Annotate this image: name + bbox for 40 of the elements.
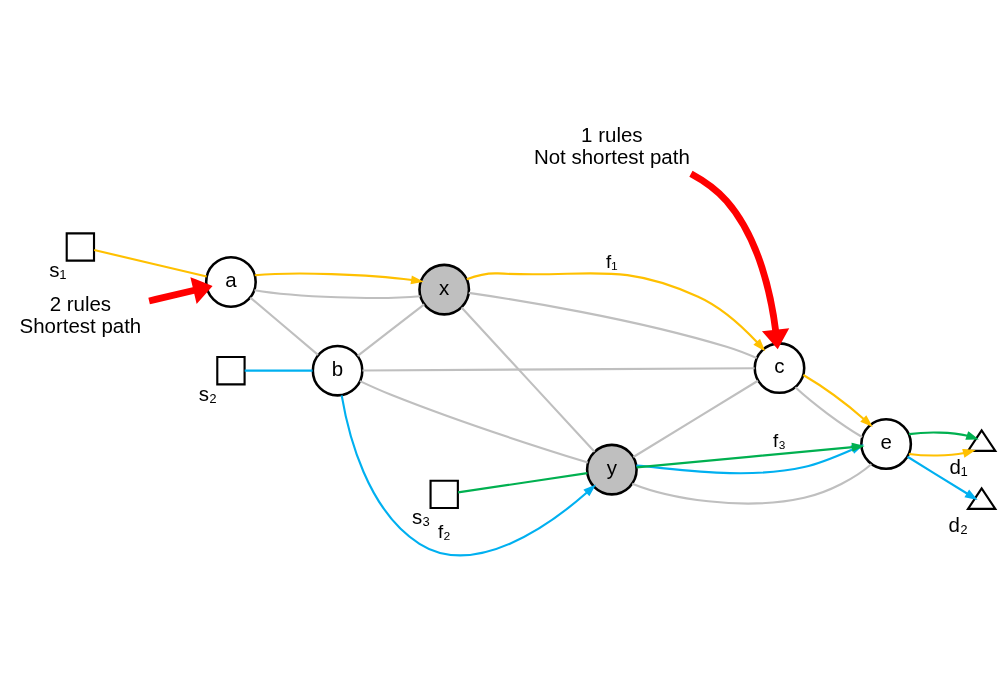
arrow [466,272,766,352]
connector [244,369,313,372]
connector [357,303,425,357]
arrow [908,431,979,440]
edge-label: f₃ [773,430,786,452]
arrow [689,170,790,350]
node-circle: a [204,255,257,308]
node-circle: x [418,263,471,316]
connector [794,386,863,438]
arrow [908,448,976,458]
connector [359,380,589,464]
connector [249,296,319,356]
connector [632,379,759,458]
connector [93,248,207,278]
connector [468,291,758,359]
node-text: 1 rules Not shortest path [533,123,690,169]
node-label: d₁ [949,455,968,479]
arrow [802,374,873,428]
node-box [216,355,246,386]
connector [254,289,421,300]
node-circle: c [753,342,806,395]
connector [460,306,596,453]
node-circle: b [311,344,364,397]
node-box [65,232,96,262]
connector [362,367,755,372]
node-text: 2 rules Shortest path [19,292,142,338]
connector [631,463,872,505]
arrow [254,272,424,285]
arrow [340,395,596,557]
connector [457,472,588,494]
edge-label: f₁ [606,250,618,272]
node-circle: e [860,418,913,471]
edge-label: f₂ [437,521,451,543]
node-box [429,479,459,510]
node-label: d₂ [948,513,968,537]
node-label: s₁ [49,257,67,281]
node-label: s₂ [198,381,217,405]
arrow [148,277,213,305]
node-label: s₃ [411,505,431,529]
arrow [907,455,978,501]
